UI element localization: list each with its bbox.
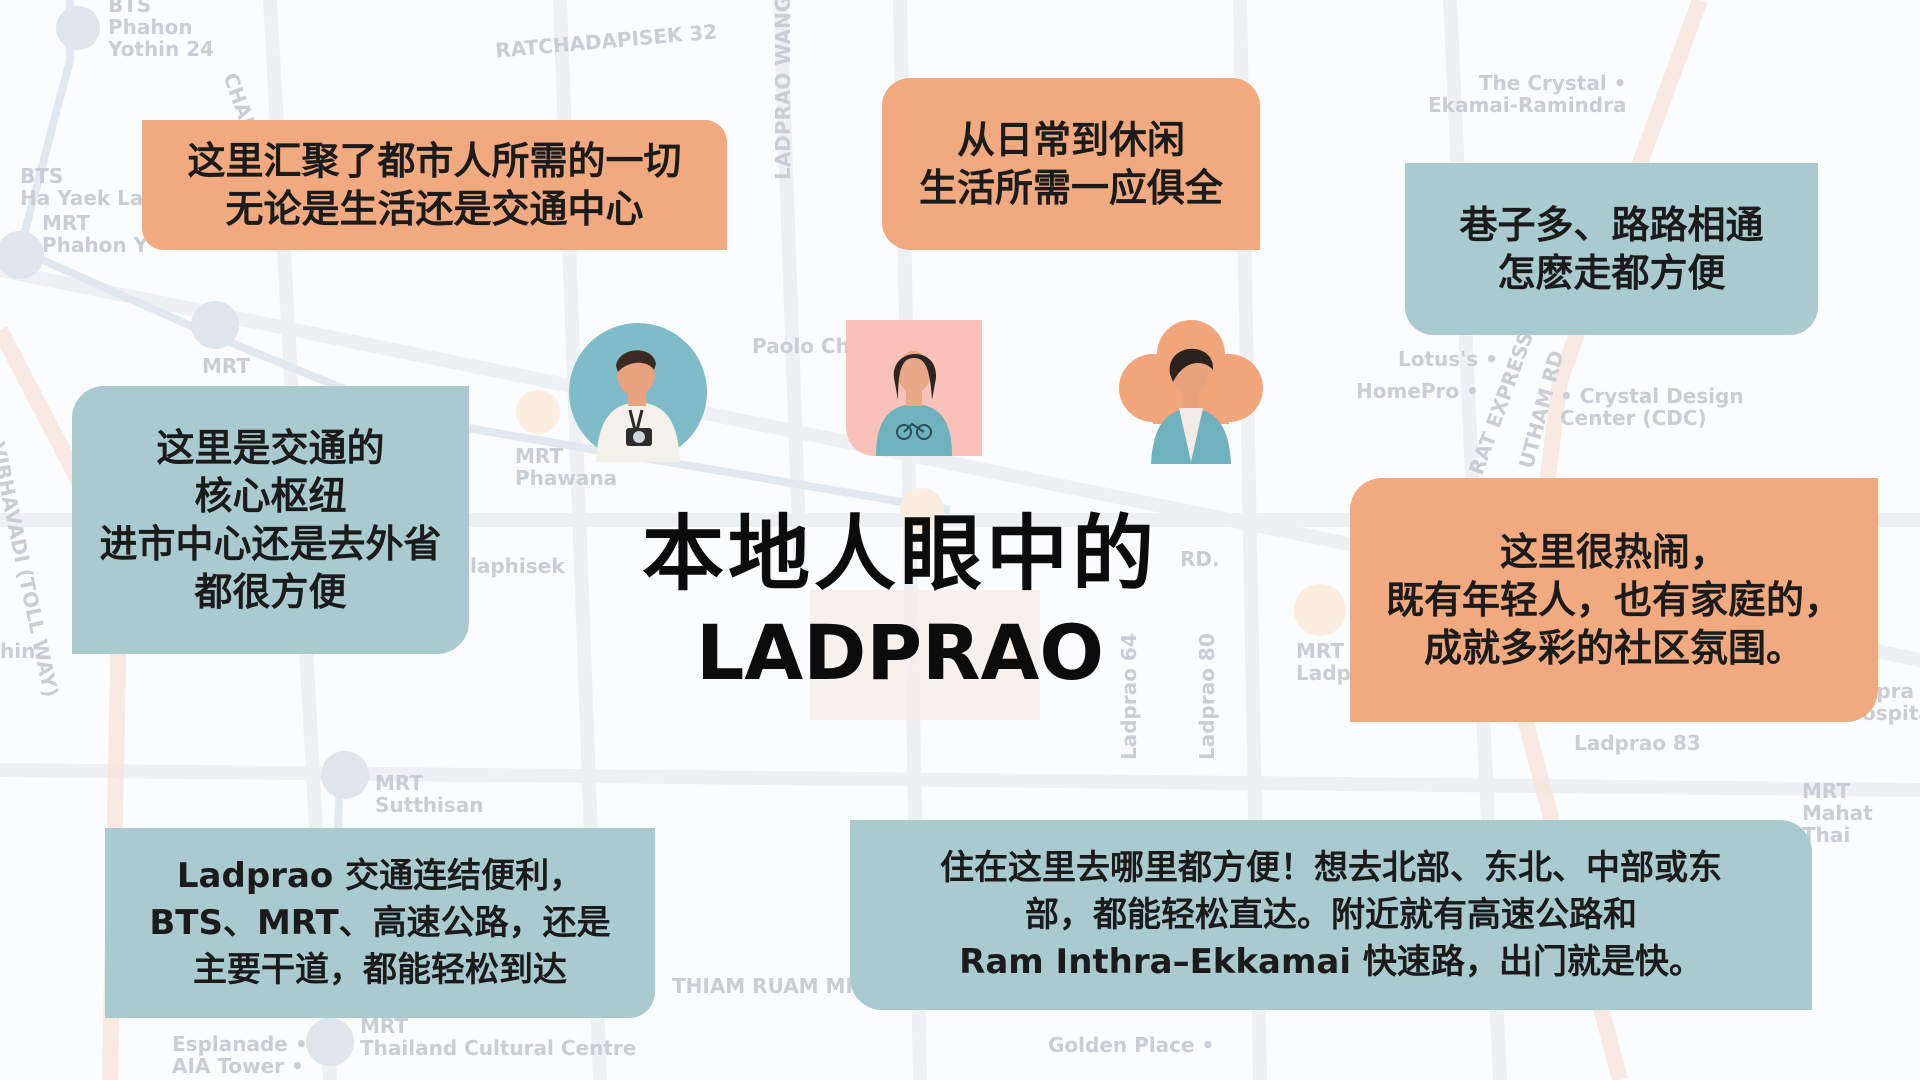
map-label-crystal-ekamai: The Crystal • Ekamai-Ramindra [1428,71,1627,117]
map-label-chin: hin [0,639,36,663]
map-label-ladprao-wang: LADPRAO WANG [771,0,795,180]
map-label-mrt-thailand-cultural: MRT Thailand Cultural Centre [360,1014,637,1060]
person-with-scarf-icon [1119,320,1263,464]
map-label-laphisek: laphisek [470,554,565,578]
map-label-rd: RD. [1180,547,1220,571]
map-label-bts-phahon-yothin: BTS Phahon Yothin 24 [108,0,215,61]
woman-with-bicycle-sweater-icon [846,320,982,456]
card-top-left: 这里汇聚了都市人所需的一切 无论是生活还是交通中心 [142,120,727,250]
map-label-golden-place: Golden Place • [1048,1033,1215,1057]
man-with-camera-icon [569,323,707,462]
map-label-crystal-design: • Crystal Design Center (CDC) [1560,384,1744,430]
map-label-mrt-ladprao: MRT [202,354,251,378]
map-label-ladprao-83: Ladprao 83 [1574,731,1701,755]
map-label-thiam-ruam-mit: THIAM RUAM MIT [672,974,867,998]
card-mid-right: 这里很热闹， 既有年轻人，也有家庭的， 成就多彩的社区氛围。 [1350,478,1878,722]
title-line-chinese: 本地人眼中的 [641,507,1158,602]
card-bottom-right: 住在这里去哪里都方便！想去北部、东北、中部或东 部，都能轻松直达。附近就有高速公… [850,820,1812,1010]
map-label-mrt-phawana: MRT Phawana [515,444,618,490]
map-label-esplanade: Esplanade • AIA Tower • [172,1032,308,1078]
map-label-lotus: Lotus's • [1398,347,1498,371]
card-top-center: 从日常到休闲 生活所需一应俱全 [882,78,1260,250]
card-bottom-left: Ladprao 交通连结便利， BTS、MRT、高速公路，还是 主要干道，都能轻… [105,828,655,1018]
card-top-right: 巷子多、路路相通 怎麽走都方便 [1405,163,1818,335]
card-mid-left: 这里是交通的 核心枢纽 进市中心还是去外省 都很方便 [72,386,469,654]
map-label-mrt-mahat-thai: MRT Mahat Thai [1802,779,1873,847]
map-label-mrt-sutthisan: MRT Sutthisan [375,771,484,817]
map-label-mrt-ladp: MRT Ladp [1296,639,1351,685]
map-label-bts-ha-yaek: BTS Ha Yaek Lat [20,164,153,210]
page-title: 本地人眼中的 LADPRAO [560,505,1240,701]
map-label-mrt-phahon: MRT Phahon Y [42,211,149,257]
map-label-homepro: HomePro • [1356,379,1479,403]
title-line-ladprao: LADPRAO [696,608,1104,697]
map-label-paolo: Paolo Ch [752,334,850,358]
